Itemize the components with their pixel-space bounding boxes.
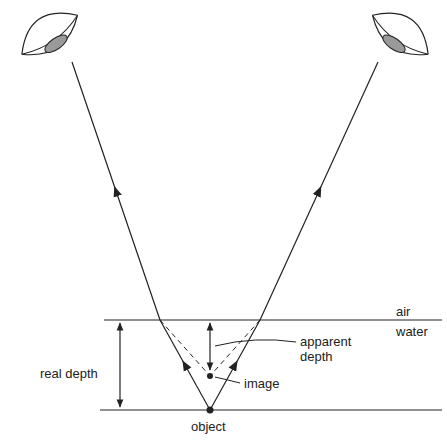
leader-line [215,377,240,383]
eye [11,0,87,68]
ray [210,320,260,410]
apparent-depth-arrow [209,323,210,370]
callout-label: apparent depth [300,334,370,364]
water-surface [104,319,442,320]
ray [260,62,378,320]
image-point [207,373,213,379]
virtual-ray [210,320,260,376]
callout-label: image [244,376,279,391]
bottom-line [100,409,442,410]
real-depth-arrow [119,323,120,407]
eye [363,0,439,68]
virtual-ray [160,320,210,376]
leader-line [215,340,296,346]
dimension-label: real depth [40,366,112,381]
ray [160,320,210,410]
object-point [207,407,214,414]
medium-label: water [396,324,428,339]
point-label: object [191,419,226,434]
ray [72,62,160,320]
medium-label: air [396,304,410,319]
